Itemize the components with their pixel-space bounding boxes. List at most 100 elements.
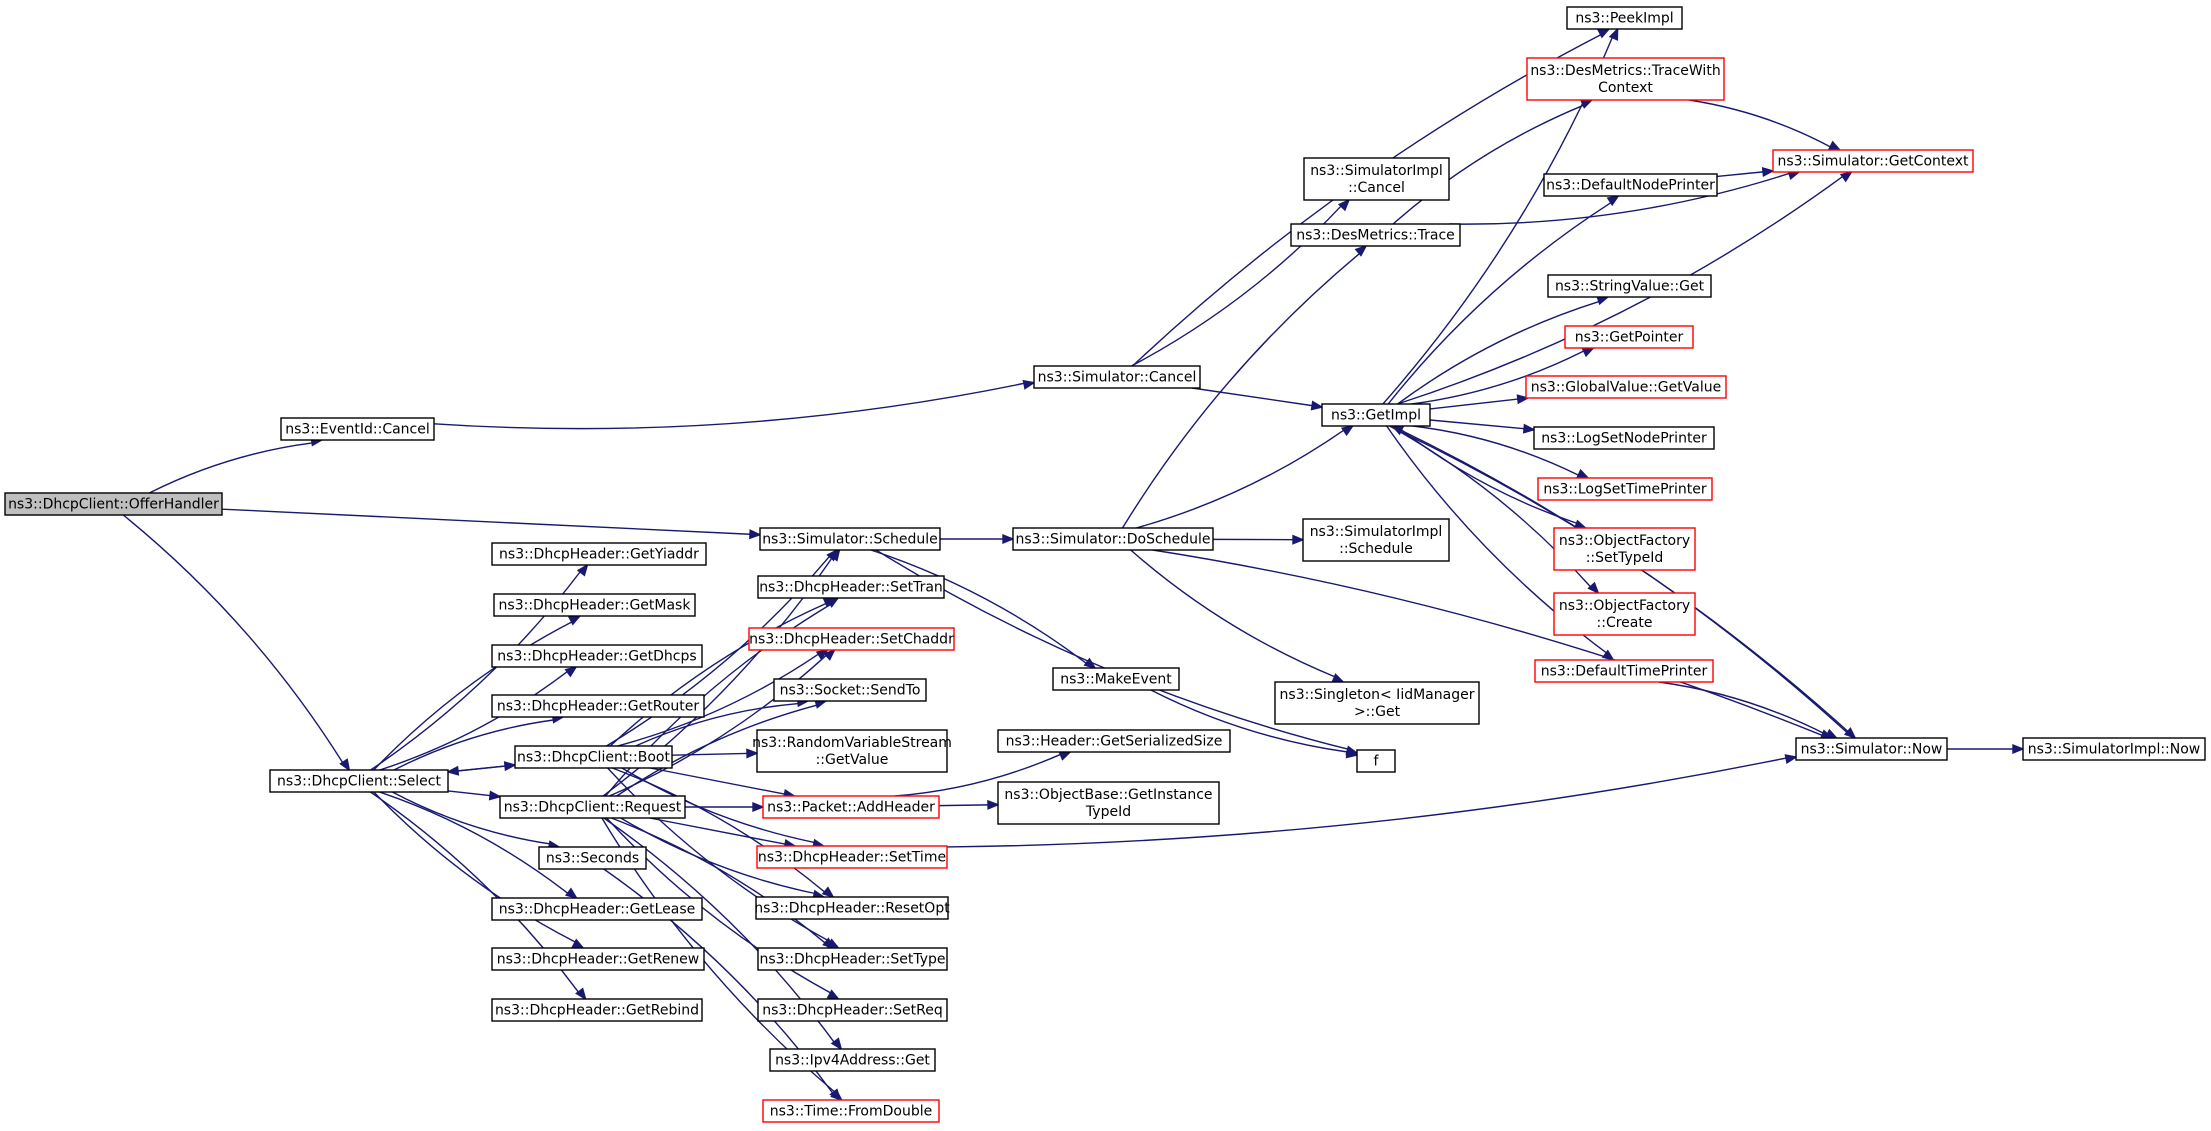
node-fromdouble[interactable]: ns3::Time::FromDouble [762,1099,940,1123]
node-box[interactable] [997,729,1231,753]
node-box[interactable] [1547,274,1712,298]
node-box[interactable] [762,1099,940,1123]
node-box[interactable] [491,644,703,668]
node-box[interactable] [1290,223,1461,247]
node-box[interactable] [1052,667,1180,691]
node-getcontext[interactable]: ns3::Simulator::GetContext [1772,149,1974,173]
node-globalget[interactable]: ns3::GlobalValue::GetValue [1525,375,1727,399]
node-boot[interactable]: ns3::DhcpClient::Boot [514,745,673,769]
node-getdhcps[interactable]: ns3::DhcpHeader::GetDhcps [491,644,703,668]
node-seconds[interactable]: ns3::Seconds [538,846,647,870]
node-doschedule[interactable]: ns3::Simulator::DoSchedule [1012,527,1214,551]
node-getrouter[interactable]: ns3::DhcpHeader::GetRouter [491,694,705,718]
node-addheader[interactable]: ns3::Packet::AddHeader [762,795,940,819]
node-resetopt[interactable]: ns3::DhcpHeader::ResetOpt [754,896,950,920]
node-box[interactable] [769,1048,936,1072]
node-getimpl[interactable]: ns3::GetImpl [1321,403,1431,427]
node-settran[interactable]: ns3::DhcpHeader::SetTran [757,575,945,599]
node-getrebind[interactable]: ns3::DhcpHeader::GetRebind [491,998,703,1022]
node-box[interactable] [759,527,941,551]
node-offer[interactable]: ns3::DhcpClient::OfferHandler [4,492,223,516]
node-getpointer[interactable]: ns3::GetPointer [1564,325,1694,349]
node-desmetricstrace[interactable]: ns3::DesMetrics::Trace [1290,223,1461,247]
node-box[interactable] [1553,527,1696,571]
node-box[interactable] [499,795,686,819]
node-ofsettypeid[interactable]: ns3::ObjectFactory::SetTypeId [1553,527,1696,571]
node-box[interactable] [491,947,705,971]
node-getyiaddr[interactable]: ns3::DhcpHeader::GetYiaddr [491,542,707,566]
node-box[interactable] [4,492,223,516]
node-lognodeprinter[interactable]: ns3::LogSetNodePrinter [1533,426,1715,450]
node-box[interactable] [491,998,703,1022]
node-box[interactable] [2022,737,2206,761]
node-box[interactable] [1534,659,1714,683]
node-getlease[interactable]: ns3::DhcpHeader::GetLease [491,897,703,921]
node-box[interactable] [269,769,449,793]
node-ipv4get[interactable]: ns3::Ipv4Address::Get [769,1048,936,1072]
node-box[interactable] [997,781,1220,825]
node-box[interactable] [1525,375,1727,399]
node-settype[interactable]: ns3::DhcpHeader::SetType [757,947,948,971]
node-select[interactable]: ns3::DhcpClient::Select [269,769,449,793]
node-box[interactable] [1321,403,1431,427]
node-setreq[interactable]: ns3::DhcpHeader::SetReq [757,998,948,1022]
node-ofcreate[interactable]: ns3::ObjectFactory::Create [1553,592,1696,636]
node-box[interactable] [1302,518,1450,562]
node-simnow[interactable]: ns3::Simulator::Now [1795,737,1948,761]
node-box[interactable] [1303,157,1450,201]
node-box[interactable] [757,998,948,1022]
node-box[interactable] [1543,173,1718,197]
node-box[interactable] [1553,592,1696,636]
node-box[interactable] [762,795,940,819]
node-box[interactable] [1537,477,1713,501]
node-box[interactable] [1564,325,1694,349]
node-makeevent[interactable]: ns3::MakeEvent [1052,667,1180,691]
node-box[interactable] [538,846,647,870]
node-box[interactable] [1012,527,1214,551]
node-box[interactable] [1356,749,1396,773]
node-setchaddr[interactable]: ns3::DhcpHeader::SetChaddr [748,627,955,651]
node-box[interactable] [514,745,673,769]
node-box[interactable] [491,694,705,718]
node-settime[interactable]: ns3::DhcpHeader::SetTime [756,845,948,869]
node-defnodeprinter[interactable]: ns3::DefaultNodePrinter [1543,173,1718,197]
node-box[interactable] [748,627,955,651]
node-simimplnow[interactable]: ns3::SimulatorImpl::Now [2022,737,2206,761]
node-f[interactable]: f [1356,749,1396,773]
node-simimplcancel[interactable]: ns3::SimulatorImpl::Cancel [1303,157,1450,201]
node-box[interactable] [1795,737,1948,761]
node-box[interactable] [491,542,707,566]
node-sendto[interactable]: ns3::Socket::SendTo [773,678,927,702]
node-box[interactable] [756,729,948,773]
node-box[interactable] [1772,149,1974,173]
node-deftimeprinter[interactable]: ns3::DefaultTimePrinter [1534,659,1714,683]
node-box[interactable] [1033,365,1201,389]
node-box[interactable] [280,417,435,441]
node-schedule[interactable]: ns3::Simulator::Schedule [759,527,941,551]
node-peekimpl[interactable]: ns3::PeekImpl [1566,6,1683,30]
node-box[interactable] [1526,57,1725,101]
node-getmask[interactable]: ns3::DhcpHeader::GetMask [493,593,696,617]
node-stringget[interactable]: ns3::StringValue::Get [1547,274,1712,298]
node-box[interactable] [757,575,945,599]
node-getserialized[interactable]: ns3::Header::GetSerializedSize [997,729,1231,753]
node-box[interactable] [773,678,927,702]
node-box[interactable] [755,896,949,920]
node-evcancel[interactable]: ns3::EventId::Cancel [280,417,435,441]
node-box[interactable] [1566,6,1683,30]
node-box[interactable] [493,593,696,617]
node-singleton[interactable]: ns3::Singleton< IidManager >::Get [1274,681,1480,725]
node-simimplschedule[interactable]: ns3::SimulatorImpl::Schedule [1302,518,1450,562]
node-box[interactable] [1533,426,1715,450]
node-box[interactable] [491,897,703,921]
node-rvsget[interactable]: ns3::RandomVariableStream::GetValue [752,729,952,773]
node-getrenew[interactable]: ns3::DhcpHeader::GetRenew [491,947,705,971]
node-box[interactable] [756,845,948,869]
node-request[interactable]: ns3::DhcpClient::Request [499,795,686,819]
node-box[interactable] [757,947,948,971]
node-logtimeprinter[interactable]: ns3::LogSetTimePrinter [1537,477,1713,501]
node-simcancel[interactable]: ns3::Simulator::Cancel [1033,365,1201,389]
node-box[interactable] [1274,681,1480,725]
